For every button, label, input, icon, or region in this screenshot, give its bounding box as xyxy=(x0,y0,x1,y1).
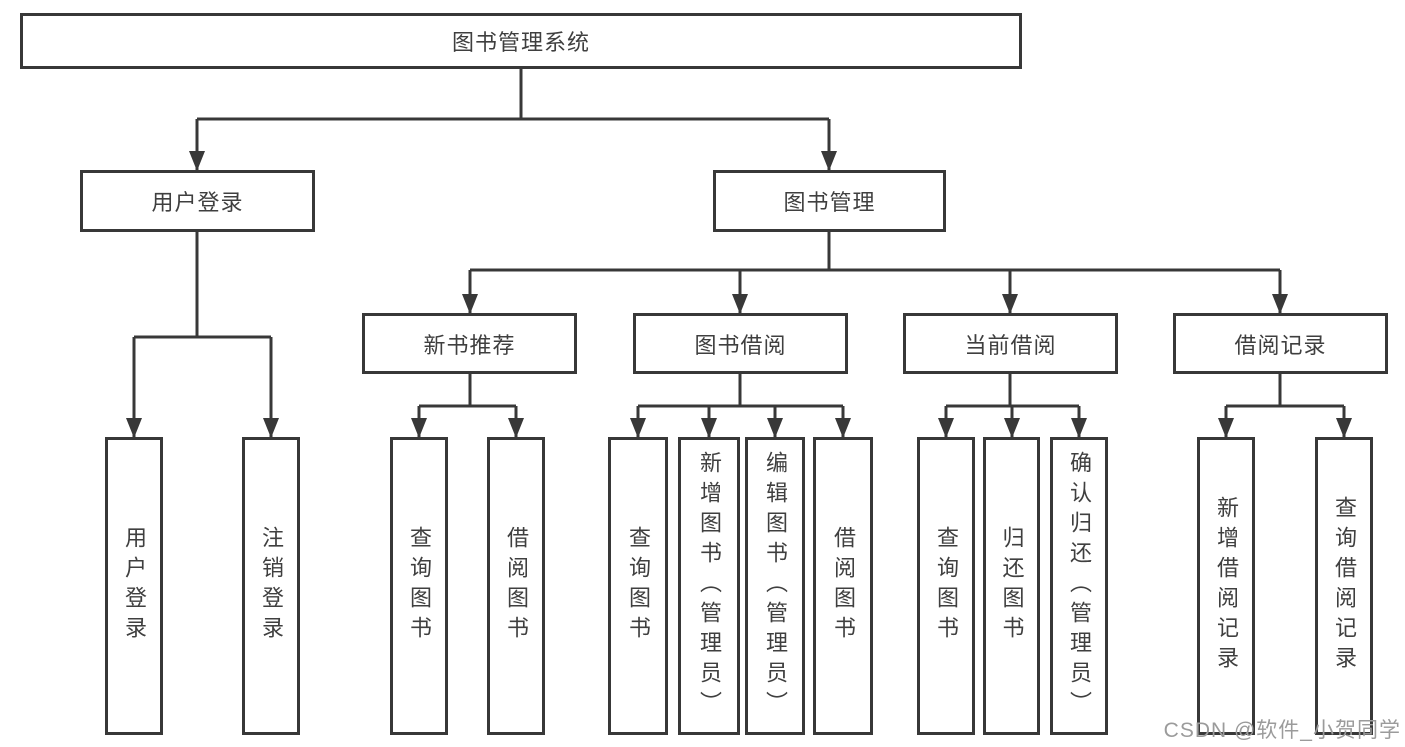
node-current-borrowing: 当前借阅 xyxy=(903,313,1118,374)
csdn-watermark: CSDN @软件_小贺同学 xyxy=(1163,719,1401,742)
node-user-login: 用户登录 xyxy=(80,170,315,232)
leaf-borrow-books-1: 借阅图书 xyxy=(487,437,545,735)
node-book-management: 图书管理 xyxy=(713,170,946,232)
leaf-add-books-admin: 新增图书（管理员） xyxy=(678,437,740,735)
leaf-logout: 注销登录 xyxy=(242,437,300,735)
leaf-query-borrow-record: 查询借阅记录 xyxy=(1315,437,1373,735)
leaf-user-login: 用户登录 xyxy=(105,437,163,735)
leaf-query-books-2: 查询图书 xyxy=(608,437,668,735)
leaf-add-borrow-record: 新增借阅记录 xyxy=(1197,437,1255,735)
node-new-book-recommendation: 新书推荐 xyxy=(362,313,577,374)
node-book-borrowing: 图书借阅 xyxy=(633,313,848,374)
node-library-management-system: 图书管理系统 xyxy=(20,13,1022,69)
leaf-query-books-3: 查询图书 xyxy=(917,437,975,735)
node-borrowing-records: 借阅记录 xyxy=(1173,313,1388,374)
leaf-confirm-return-admin: 确认归还（管理员） xyxy=(1050,437,1108,735)
leaf-edit-books-admin: 编辑图书（管理员） xyxy=(745,437,805,735)
leaf-borrow-books-2: 借阅图书 xyxy=(813,437,873,735)
leaf-return-books: 归还图书 xyxy=(983,437,1040,735)
leaf-query-books-1: 查询图书 xyxy=(390,437,448,735)
